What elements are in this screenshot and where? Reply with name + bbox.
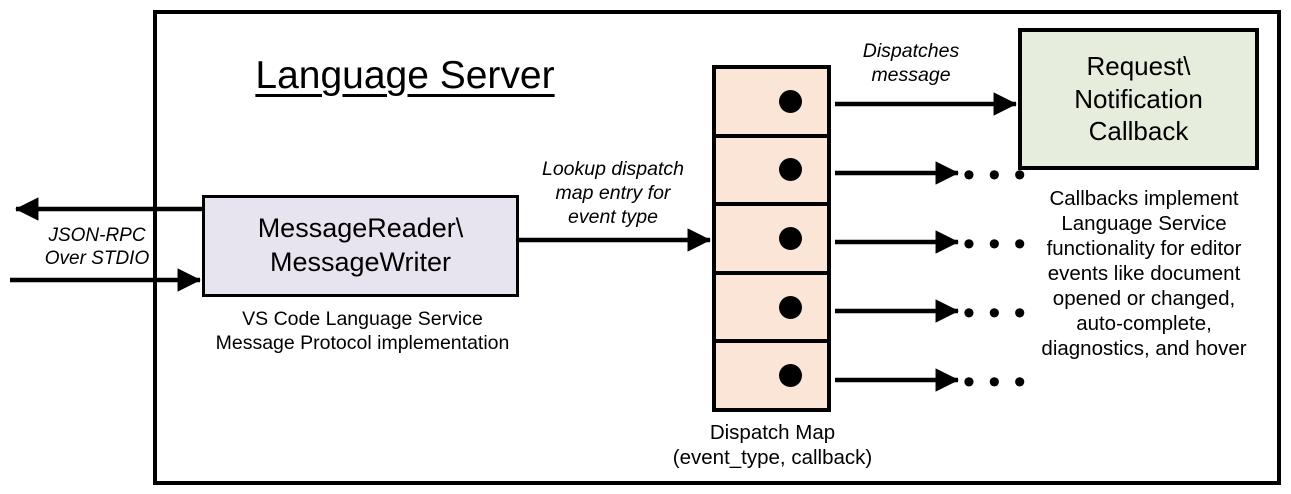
- dispatch-map-row-2[interactable]: [716, 138, 827, 207]
- jsonrpc-channel-label: JSON-RPC Over STDIO: [44, 225, 150, 270]
- lookup-dispatch-label: Lookup dispatch map entry for event type: [541, 158, 685, 228]
- message-reader-writer-caption: VS Code Language Service Message Protoco…: [215, 308, 510, 354]
- ellipsis-row-3: • • •: [963, 225, 1028, 263]
- callback-description-caption: Callbacks implement Language Service fun…: [1041, 187, 1247, 360]
- ellipsis-row-4: • • •: [963, 294, 1028, 332]
- message-reader-writer-box[interactable]: MessageReader\ MessageWriter: [202, 195, 519, 297]
- ellipsis-row-2: • • •: [963, 156, 1028, 194]
- callback-dot-icon: [779, 158, 802, 182]
- ellipsis-row-5: • • •: [963, 363, 1028, 401]
- language-server-boundary: [153, 10, 1281, 485]
- dispatch-map-table[interactable]: [712, 65, 831, 412]
- dispatch-map-row-5[interactable]: [716, 343, 827, 408]
- dispatch-map-row-4[interactable]: [716, 275, 827, 344]
- callback-dot-icon: [779, 295, 802, 319]
- message-reader-writer-label: MessageReader\ MessageWriter: [257, 213, 464, 277]
- dispatch-map-row-1[interactable]: [716, 69, 827, 138]
- dispatch-map-row-3[interactable]: [716, 206, 827, 275]
- dispatches-message-label: Dispatches message: [862, 40, 960, 86]
- callback-dot-icon: [779, 226, 802, 250]
- request-notification-callback-label: Request\ Notification Callback: [1074, 50, 1203, 147]
- page-title: Language Server: [255, 54, 555, 97]
- callback-dot-icon: [779, 364, 802, 388]
- request-notification-callback-box[interactable]: Request\ Notification Callback: [1018, 28, 1259, 170]
- callback-dot-icon: [779, 89, 802, 113]
- dispatch-map-caption: Dispatch Map (event_type, callback): [672, 421, 873, 469]
